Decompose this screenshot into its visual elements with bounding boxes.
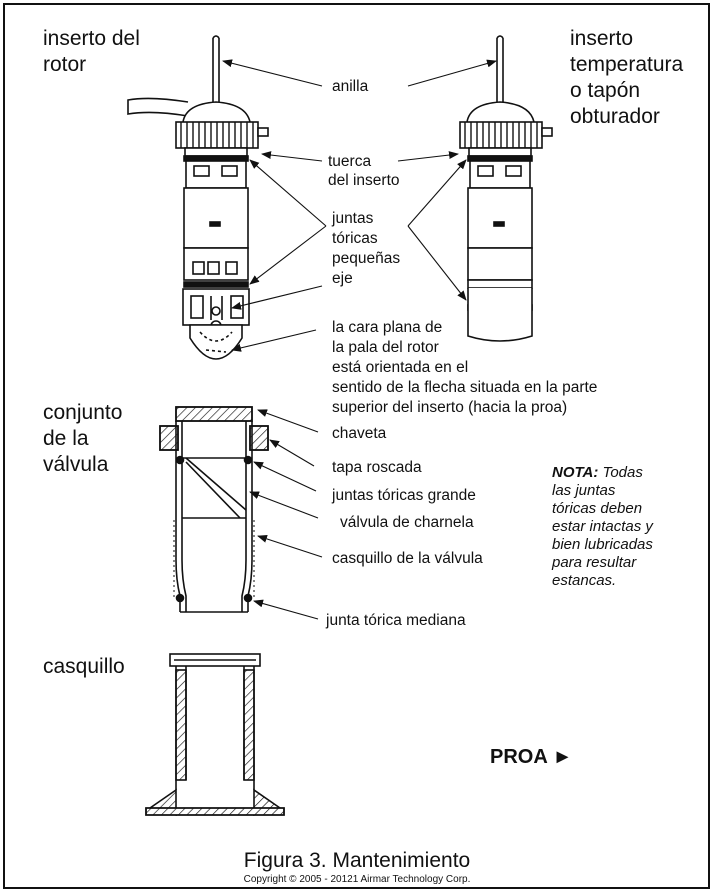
note-line-0: Todas — [598, 464, 643, 481]
label-juntas-pequenas-3: pequeñas — [332, 250, 401, 267]
note-line-6: estancas. — [552, 572, 617, 589]
note-line-5: para resultar — [552, 554, 637, 571]
label-cara-plana-5: superior del inserto (hacia la proa) — [332, 399, 568, 416]
label-casquillo-valvula: casquillo de la válvula — [332, 550, 483, 567]
label-cara-plana-1: la cara plana de — [332, 319, 443, 336]
note-line-1: las juntas — [552, 482, 616, 499]
title-temp-insert-3: o tapón — [570, 79, 641, 102]
note-line-3: estar intactas y — [552, 518, 653, 535]
title-temp-insert-4: obturador — [570, 105, 660, 128]
note-line-2: tóricas deben — [552, 500, 643, 517]
title-valve-2: de la — [43, 427, 89, 450]
label-cara-plana-2: la pala del rotor — [332, 339, 439, 356]
title-rotor-insert-2: rotor — [43, 53, 87, 76]
title-temp-insert-1: inserto — [570, 27, 634, 50]
label-juntas-pequenas-1: juntas — [332, 210, 374, 227]
title-housing: casquillo — [43, 655, 125, 678]
note-lead-line: NOTA: Todas — [552, 464, 643, 483]
title-valve-1: conjunto — [43, 401, 123, 424]
label-tapa-roscada: tapa roscada — [332, 459, 422, 476]
title-valve-3: válvula — [43, 453, 109, 476]
label-eje: eje — [332, 270, 353, 287]
figure-caption: Figura 3. Mantenimiento — [243, 849, 471, 872]
note-line-4: bien lubricadas — [552, 536, 653, 553]
label-juntas-grande: juntas tóricas grande — [332, 487, 476, 504]
label-valvula-charnela: válvula de charnela — [340, 514, 474, 531]
label-junta-mediana: junta tórica mediana — [326, 612, 466, 629]
title-temp-insert-2: temperatura — [570, 53, 684, 76]
label-tuerca-2: del inserto — [328, 172, 400, 189]
label-anilla: anilla — [332, 78, 369, 95]
figure-frame — [3, 3, 710, 889]
housing-drawing — [145, 653, 285, 817]
temp-insert-drawing — [459, 35, 553, 342]
label-chaveta: chaveta — [332, 425, 387, 442]
label-cara-plana-4: sentido de la flecha situada en la parte — [332, 379, 598, 396]
valve-assembly-drawing — [159, 406, 269, 613]
label-cara-plana-3: está orientada en el — [332, 359, 469, 376]
copyright: Copyright © 2005 - 20121 Airmar Technolo… — [243, 874, 471, 885]
note-lead: NOTA: — [552, 464, 599, 481]
leader-lines — [222, 59, 497, 620]
title-rotor-insert-1: inserto del — [43, 27, 140, 50]
proa-label: PROA ► — [490, 746, 573, 768]
label-juntas-pequenas-2: tóricas — [332, 230, 378, 247]
rotor-insert-drawing — [127, 35, 269, 360]
label-tuerca-1: tuerca — [328, 153, 372, 170]
